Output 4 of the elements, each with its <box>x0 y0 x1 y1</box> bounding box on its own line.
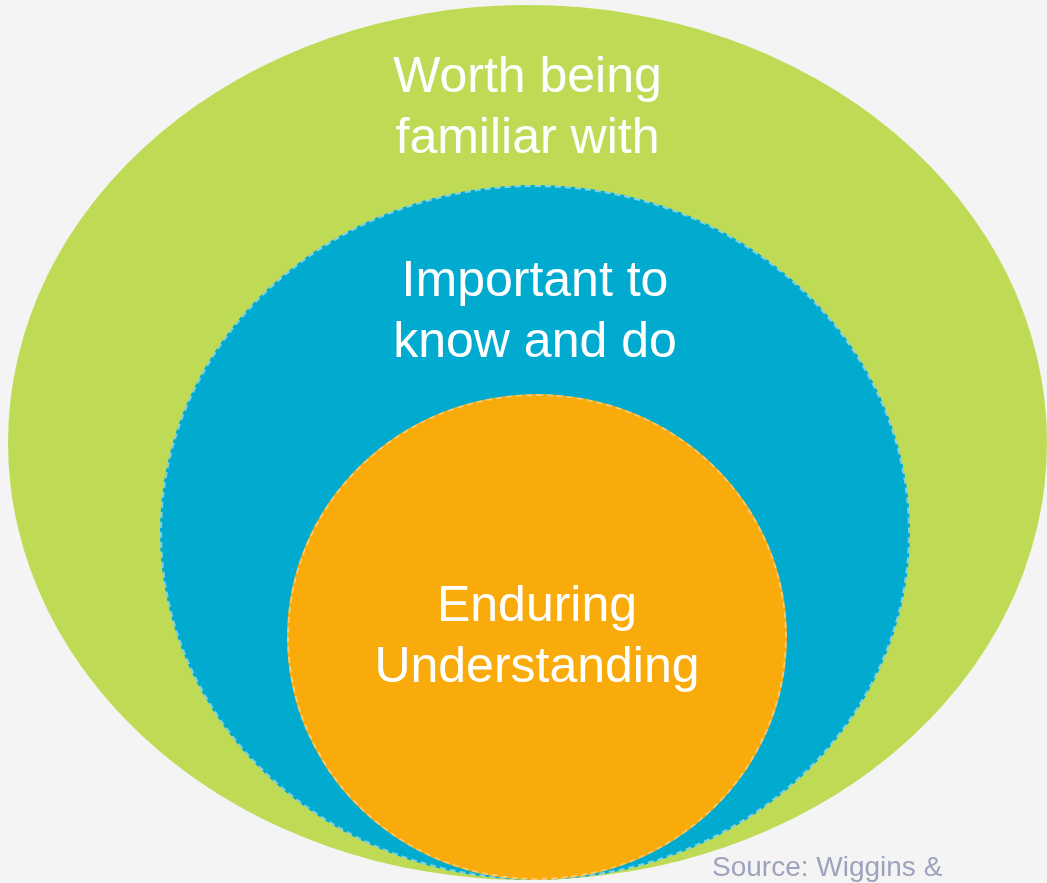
source-note: Source: Wiggins & <box>712 850 943 883</box>
ellipse-label: Important to know and do <box>392 250 678 370</box>
ellipse-label: Enduring Understanding <box>373 575 701 695</box>
ellipse-label: Worth being familiar with <box>392 46 663 166</box>
